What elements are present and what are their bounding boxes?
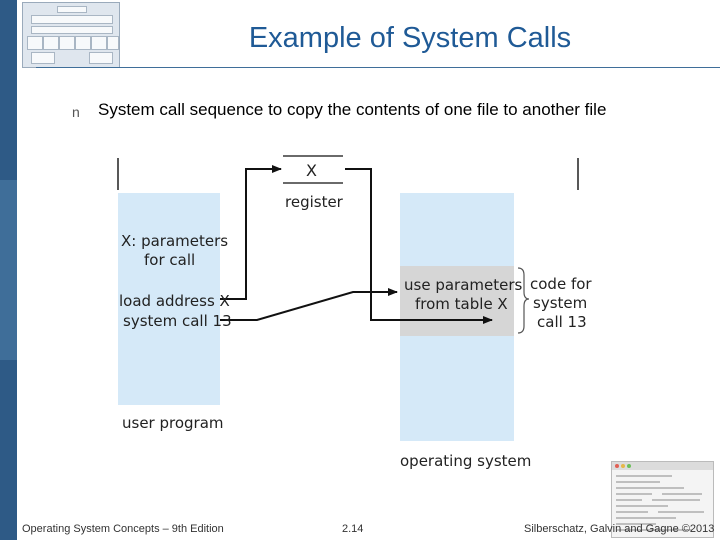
parameters-label-line2: for call <box>144 251 196 269</box>
slide-title: Example of System Calls <box>248 22 572 54</box>
syscall-code-region <box>400 266 514 336</box>
bullet-marker: n <box>72 104 80 120</box>
left-accent-segment <box>0 0 17 180</box>
load-address-label: load address X <box>119 292 230 310</box>
parameters-label-line1: X: parameters <box>121 232 229 250</box>
footer-page-number: 2.14 <box>342 523 364 535</box>
header-divider <box>36 67 720 68</box>
load-address-arrow <box>220 165 282 300</box>
code-brace <box>517 267 530 334</box>
code-for-line3: call 13 <box>537 313 587 331</box>
left-accent-segment <box>0 360 17 540</box>
register-label: register <box>285 193 343 211</box>
structure-thumbnail <box>22 2 120 68</box>
bullet-text: System call sequence to copy the content… <box>98 100 607 119</box>
use-parameters-line2: from table X <box>415 295 508 313</box>
left-accent-bar <box>0 0 17 540</box>
register-to-table-arrow <box>345 168 493 324</box>
user-program-label: user program <box>122 414 224 432</box>
footer-book-title: Operating System Concepts – 9th Edition <box>22 523 224 535</box>
operating-system-label: operating system <box>400 452 532 470</box>
code-for-line2: system <box>533 294 588 312</box>
use-parameters-line1: use parameters <box>404 276 523 294</box>
terminal-screenshot-thumbnail <box>611 461 714 538</box>
register-value: X <box>306 161 317 180</box>
footer-copyright: Silberschatz, Galvin and Gagne ©2013 <box>524 523 715 535</box>
user-program-block <box>118 193 220 405</box>
system-call-label: system call 13 <box>123 312 232 330</box>
code-for-line1: code for <box>530 275 592 293</box>
system-call-trap-arrow <box>220 288 398 321</box>
